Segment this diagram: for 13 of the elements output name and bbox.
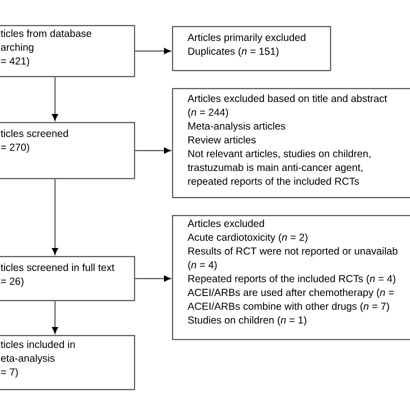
exclusion-box: Articles primarily excluded Duplicates (n = 151) [172, 26, 332, 72]
arrow [135, 276, 171, 282]
exclusion-box: Articles excluded based on title and abstract (n = 244) Meta-analysis articles Review articles Not relevant articles, studies on children, trastuzumab is main anti-cancer agent, repeated reports of the included RCTs [172, 88, 410, 198]
arrow [52, 301, 58, 334]
arrow [52, 77, 58, 121]
process-box: ticles screened in full text = 26) [0, 256, 136, 302]
process-box: ticles screened = 270) [0, 122, 136, 180]
arrow [135, 48, 171, 54]
exclusion-box: Articles excluded Acute cardiotoxicity (n = 2) Results of RCT were not reported or unavailab (n = 4) Repeated reports of the included RCTs (n = 4) ACEI/ARBs are used after chemotherapy (n = ACEI/ARBs combine with other drugs (n = 7) Studies on children (n = 1) [172, 215, 410, 340]
arrow [135, 148, 171, 154]
process-box: ticles included in eta-analysis = 7) [0, 335, 136, 390]
arrow [52, 179, 58, 255]
process-box: ticles from database arching = 421) [0, 25, 136, 78]
